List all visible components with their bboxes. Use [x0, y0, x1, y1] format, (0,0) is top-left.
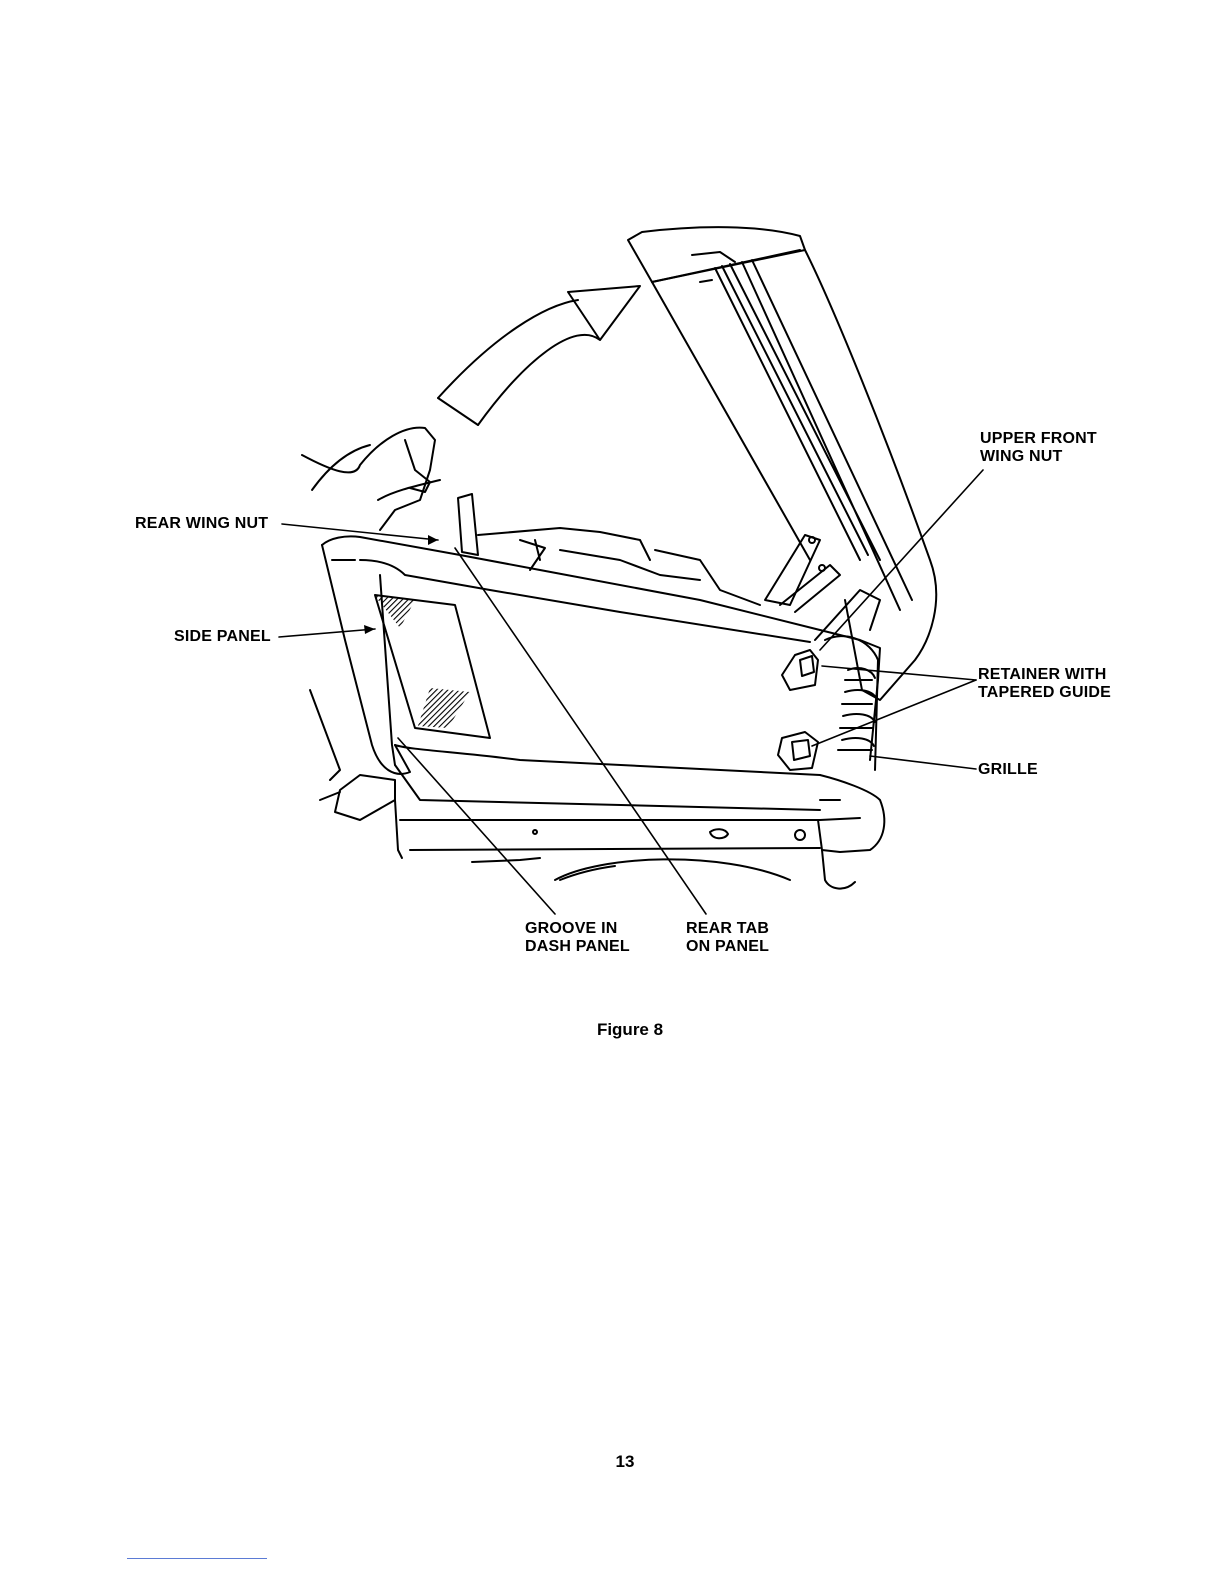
label-retainer-with-tapered-guide: RETAINER WITH TAPERED GUIDE	[978, 666, 1111, 702]
lift-direction-arrow	[438, 286, 640, 425]
hood	[628, 227, 936, 700]
footnote-rule	[127, 1558, 267, 1559]
leader-rear-tab-on-panel	[455, 548, 706, 914]
hood-bracket	[765, 535, 880, 640]
dash-panel	[302, 428, 760, 605]
label-rear-wing-nut: REAR WING NUT	[135, 515, 268, 533]
label-groove-in-dash-panel: GROOVE IN DASH PANEL	[525, 920, 630, 956]
leader-grille	[870, 756, 976, 769]
grille-area	[778, 636, 878, 770]
page-number: 13	[580, 1452, 670, 1472]
leader-retainer-lower	[812, 680, 976, 746]
leader-groove-in-dash-panel	[398, 738, 555, 914]
label-upper-front-wing-nut: UPPER FRONT WING NUT	[980, 430, 1097, 466]
leader-upper-front-wing-nut	[820, 470, 983, 650]
label-grille: GRILLE	[978, 761, 1038, 779]
figure-caption: Figure 8	[560, 1020, 700, 1040]
tractor-frame	[310, 690, 884, 889]
label-rear-tab-on-panel: REAR TAB ON PANEL	[686, 920, 769, 956]
label-side-panel: SIDE PANEL	[174, 628, 271, 646]
leader-side-panel	[279, 629, 375, 637]
